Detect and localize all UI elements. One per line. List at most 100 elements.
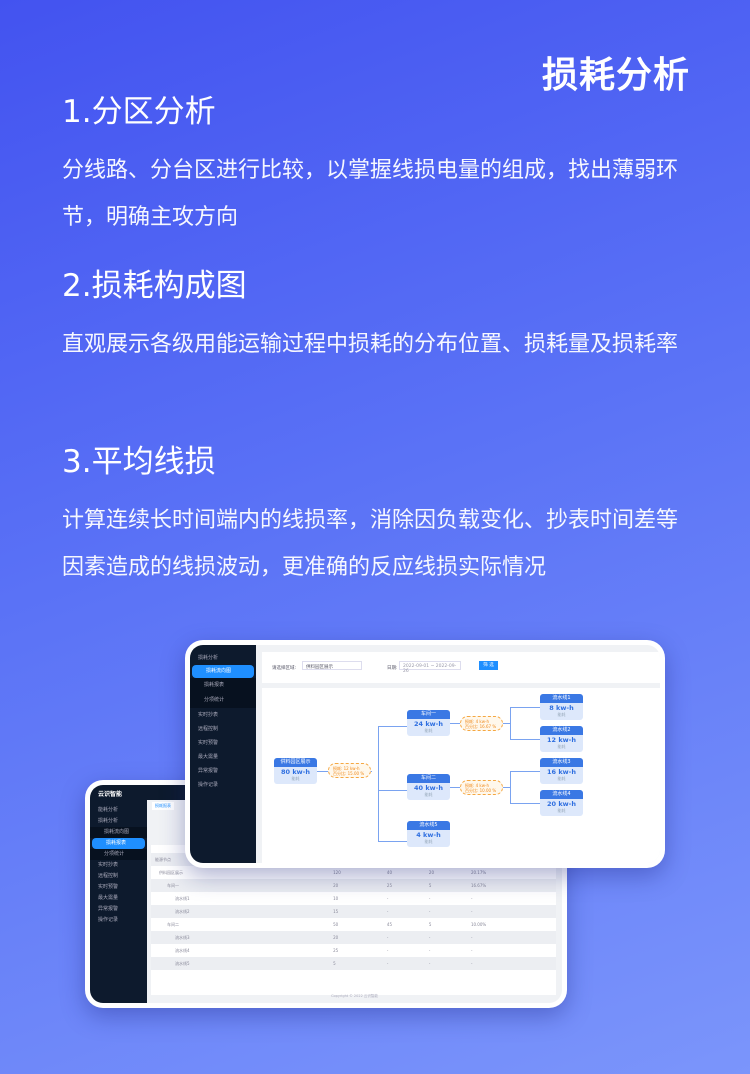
node-sub: 能耗 [424, 792, 433, 797]
table-cell: 流水线4 [175, 947, 190, 953]
table-cell: - [428, 948, 431, 953]
menu-item[interactable]: 损耗流向图 [90, 827, 147, 838]
menu-item[interactable]: 异常报警 [98, 906, 119, 912]
table-cell: - [428, 896, 431, 901]
date-label: 日期: [387, 666, 398, 671]
table-cell: 流水线2 [151, 905, 330, 918]
table-cell: 25 [333, 948, 339, 953]
node-value: 8 kw-h [549, 704, 574, 712]
table-cell: - [466, 931, 556, 944]
section-2: 2.损耗构成图直观展示各级用能运输过程中损耗的分布位置、损耗量及损耗率 [62, 260, 690, 368]
connector-line [510, 771, 540, 772]
area-label: 请选择区域: [272, 666, 297, 671]
filter-button[interactable]: 筛 选 [479, 661, 498, 670]
section-heading: 1.分区分析 [62, 94, 216, 130]
menu-item[interactable]: 损耗报表 [190, 678, 256, 693]
loss-percent: 百分比: 10.00 % [465, 788, 497, 793]
connector-line [510, 771, 511, 803]
section-body: 直观展示各级用能运输过程中损耗的分布位置、损耗量及损耗率 [62, 332, 679, 357]
menu-item[interactable]: 分项统计 [90, 849, 147, 860]
menu-item[interactable]: 远程控制 [198, 726, 219, 732]
menu-item[interactable]: 最大需量 [198, 754, 219, 760]
node-name: 流水线5 [407, 821, 450, 830]
menu-item[interactable]: 实时预警 [98, 884, 119, 890]
menu-item[interactable]: 远程控制 [98, 873, 119, 879]
node-sub: 能耗 [291, 776, 300, 781]
table-cell: 50 [333, 922, 339, 927]
loss-amount: 损耗: 4 kw-h [465, 719, 490, 724]
node-value: 24 kw-h [414, 720, 443, 728]
node-name: 车间一 [407, 710, 450, 719]
table-cell: - [386, 896, 389, 901]
table-cell: - [386, 948, 389, 953]
menu-item[interactable]: 分项统计 [190, 693, 256, 708]
menu-item-active[interactable]: 损耗流向图 [192, 665, 254, 678]
table-cell: 15 [329, 905, 383, 918]
area-select[interactable]: 供料园区展示 [302, 661, 362, 670]
table-cell: - [466, 957, 556, 970]
back-sidebar: 云识智能 能耗分析 损耗分析 损耗流向图 损耗报表 分项统计 实时抄表 远程控制… [90, 785, 147, 1003]
menu-item[interactable]: 最大需量 [98, 895, 119, 901]
table-cell: - [382, 905, 425, 918]
table-cell: 45 [386, 922, 392, 927]
node-value: 12 kw-h [547, 736, 576, 744]
tab-report[interactable]: 损耗报表 [152, 802, 174, 810]
node-value: 16 kw-h [547, 768, 576, 776]
menu-item[interactable]: 能耗分析 [98, 807, 119, 813]
loss-percent: 百分比: 16.67 % [465, 724, 497, 729]
connector-line [378, 790, 407, 791]
date-range-input[interactable]: 2022-09-01 ~ 2022-09-26 [399, 661, 461, 674]
flow-screenshot: 损耗分析 损耗流向图 损耗报表 分项统计 实时抄表 远程控制 实时预警 最大需量… [185, 640, 665, 868]
menu-item[interactable]: 损耗分析 [98, 818, 119, 824]
menu-item[interactable]: 实时抄表 [198, 712, 219, 718]
menu-item[interactable]: 实时抄表 [98, 862, 119, 868]
node-name: 供料园区展示 [274, 758, 317, 767]
section-body: 分线路、分台区进行比较，以掌握线损电量的组成，找出薄弱环节，明确主攻方向 [62, 158, 679, 230]
table-cell: - [382, 957, 425, 970]
table-cell: 20.17% [470, 870, 487, 875]
table-cell: - [424, 957, 467, 970]
table-cell: 20 [428, 870, 435, 875]
menu-item[interactable]: 操作记录 [98, 917, 119, 923]
node-name: 流水线2 [540, 726, 583, 735]
node-value: 40 kw-h [414, 784, 443, 792]
table-cell: 25 [382, 879, 425, 892]
table-cell: 供料园区展示 [159, 869, 183, 875]
menu-item[interactable]: 损耗分析 [198, 655, 219, 661]
table-cell: 5 [428, 922, 432, 927]
loss-percent: 百分比: 15.00 % [333, 771, 365, 776]
node-sub: 能耗 [557, 712, 566, 717]
node-sub: 能耗 [557, 776, 566, 781]
menu-item[interactable]: 操作记录 [198, 782, 219, 788]
menu-item-active[interactable]: 损耗报表 [92, 838, 145, 849]
connector-line [510, 739, 540, 740]
node-name: 流水线1 [540, 694, 583, 703]
loss-amount: 损耗: 4 kw-h [465, 783, 490, 788]
table-cell: 流水线3 [151, 931, 330, 944]
filter-bar: 请选择区域: 供料园区展示 日期: 2022-09-01 ~ 2022-09-2… [262, 652, 660, 683]
page-title: 损耗分析 [541, 55, 690, 96]
table-cell: 车间一 [151, 879, 330, 892]
table-cell: 车间二 [167, 921, 179, 927]
menu-item[interactable]: 异常报警 [198, 768, 219, 774]
table-cell: - [470, 948, 473, 953]
menu-item[interactable]: 实时预警 [198, 740, 219, 746]
table-cell: - [424, 931, 467, 944]
flow-diagram [262, 688, 660, 863]
